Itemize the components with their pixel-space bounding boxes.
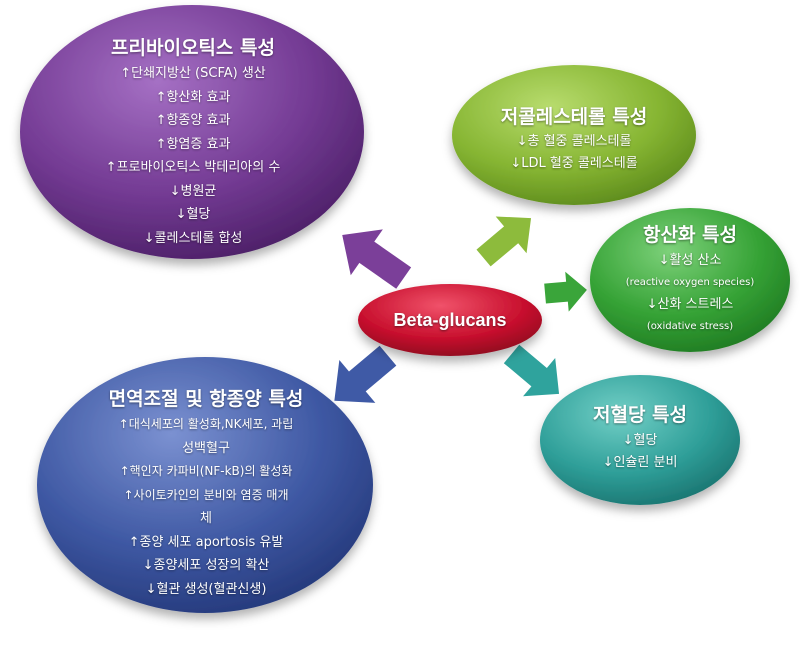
antioxidant-text: 항산화 특성 ↓활성 산소 (reactive oxygen species) … — [610, 220, 770, 338]
immune-line: ↑대식세포의 활성화,NK세포, 과립 — [118, 417, 294, 431]
cholesterol-line: ↓LDL 혈중 콜레스테롤 — [510, 156, 638, 171]
prebiotic-line: ↑항염증 효과 — [155, 136, 231, 152]
prebiotic-line: ↓혈당 — [175, 207, 211, 222]
prebiotic-title: 프리바이오틱스 특성 — [111, 37, 275, 59]
glycemic-bubble — [540, 375, 740, 505]
arrow-to-antioxidant — [544, 271, 587, 312]
immune-text: 면역조절 및 항종양 특성 ↑대식세포의 활성화,NK세포, 과립 성백혈구 ↑… — [75, 385, 337, 601]
immune-line: ↑종양 세포 aportosis 유발 — [128, 534, 284, 550]
immune-bubble — [37, 357, 373, 613]
cholesterol-line: ↓총 혈중 콜레스테롤 — [516, 134, 632, 149]
cholesterol-title: 저콜레스테롤 특성 — [500, 106, 648, 128]
immune-line: 성백혈구 — [182, 440, 230, 456]
immune-line: ↓혈관 생성(혈관신생) — [145, 581, 267, 597]
antioxidant-line: ↓산화 스트레스 — [646, 297, 734, 312]
cholesterol-bubble — [452, 65, 696, 205]
immune-line: ↓종양세포 성장의 확산 — [142, 558, 270, 573]
prebiotic-line: ↑항종양 효과 — [155, 113, 231, 128]
prebiotic-text: 프리바이오틱스 특성 ↑단쇄지방산 (SCFA) 생산 ↑항산화 효과 ↑항종양… — [62, 34, 324, 250]
glycemic-text: 저혈당 특성 ↓혈당 ↓인슐린 분비 — [560, 400, 720, 474]
antioxidant-line: (oxidative stress) — [646, 321, 734, 332]
center-label: Beta-glucans — [393, 310, 507, 330]
prebiotic-line: ↑항산화 효과 — [155, 89, 231, 105]
prebiotic-line: ↓병원균 — [169, 183, 217, 199]
glycemic-line: ↓인슐린 분비 — [602, 455, 678, 470]
cholesterol-text: 저콜레스테롤 특성 ↓총 혈중 콜레스테롤 ↓LDL 혈중 콜레스테롤 — [474, 103, 674, 175]
arrow-to-immune — [334, 345, 397, 403]
antioxidant-line: ↓활성 산소 — [658, 253, 722, 268]
immune-line: ↑사이토카인의 분비와 염증 매개 — [123, 487, 289, 502]
prebiotic-line: ↑프로바이오틱스 박테리아의 수 — [105, 160, 281, 175]
antioxidant-line: (reactive oxygen species) — [625, 277, 755, 288]
antioxidant-title: 항산화 특성 — [642, 224, 737, 246]
arrow-to-cholesterol — [476, 216, 532, 267]
prebiotic-line: ↓콜레스테롤 합성 — [143, 230, 243, 246]
prebiotic-bubble — [20, 5, 364, 259]
arrow-to-prebiotic — [342, 229, 412, 289]
prebiotic-line: ↑단쇄지방산 (SCFA) 생산 — [120, 66, 266, 81]
immune-title: 면역조절 및 항종양 특성 — [108, 388, 304, 410]
glycemic-title: 저혈당 특성 — [592, 404, 687, 426]
immune-line: 체 — [200, 511, 212, 526]
antioxidant-bubble — [590, 208, 790, 352]
immune-line: ↑핵인자 카파비(NF-kB)의 활성화 — [119, 464, 293, 478]
arrow-to-glycemic — [503, 344, 560, 397]
glycemic-line: ↓혈당 — [622, 433, 658, 448]
center-bubble — [358, 284, 542, 356]
